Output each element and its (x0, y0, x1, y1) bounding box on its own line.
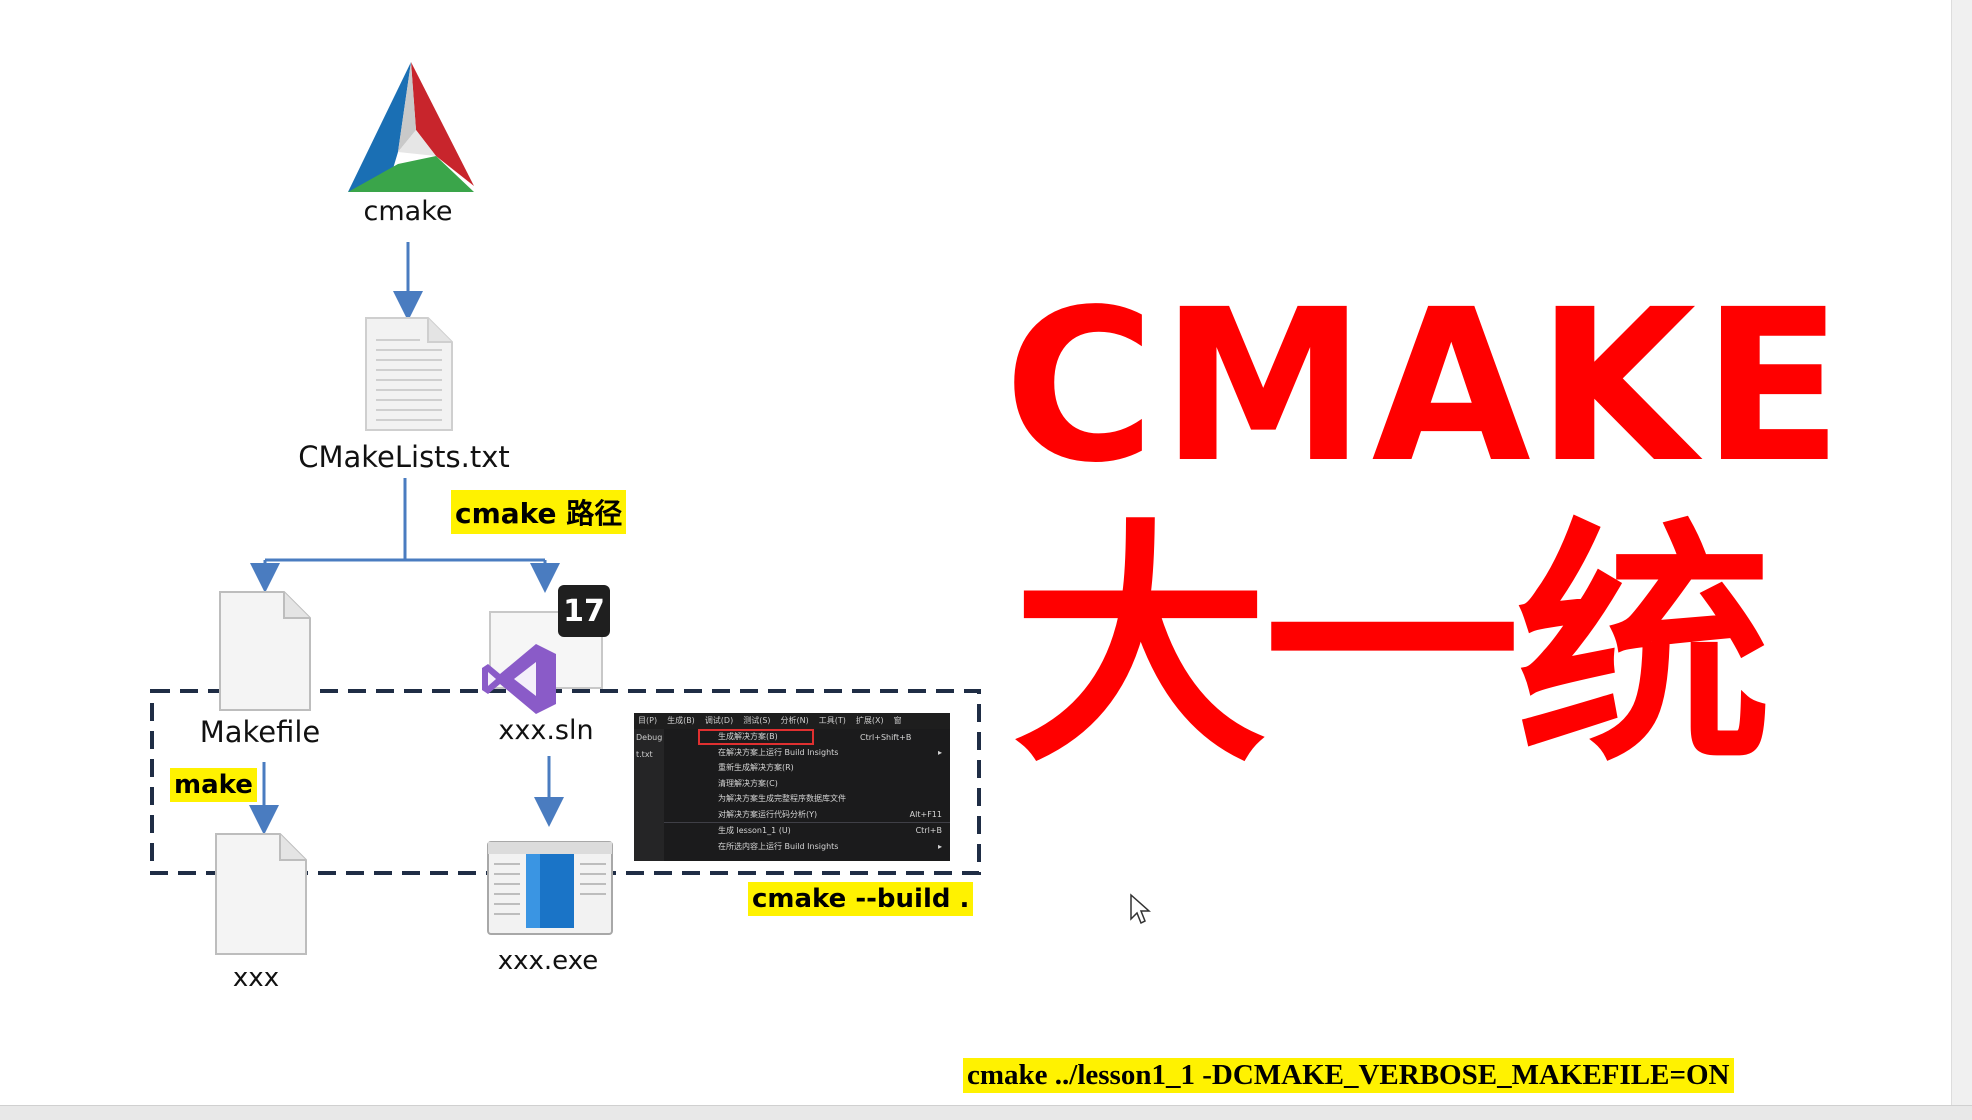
vs-menubar-item[interactable]: 目(P) (638, 716, 658, 725)
mouse-cursor-icon (1130, 893, 1151, 925)
vs-menubar-item[interactable]: 调试(D) (704, 716, 734, 725)
vs-menu-items: 生成解决方案(B) 在解决方案上运行 Build Insights▸ 重新生成解… (664, 729, 950, 861)
vs-menu-item[interactable]: 重新生成解决方案(R) (718, 763, 794, 772)
cmake-label: cmake (363, 196, 453, 227)
cmake-build-note: cmake --build . (748, 882, 974, 916)
arrow-split (265, 478, 545, 562)
vs-menubar-item[interactable]: 窗 (893, 716, 902, 725)
makefile-file-icon (219, 591, 311, 711)
visual-studio-icon (482, 644, 556, 714)
vs-menubar-item[interactable]: 扩展(X) (855, 716, 884, 725)
vs-side-file: t.txt (636, 750, 653, 759)
cmake-command: cmake ../lesson1_1 -DCMAKE_VERBOSE_MAKEF… (963, 1058, 1734, 1093)
exe-label: xxx.exe (497, 946, 599, 976)
vs-menu-item-build-solution[interactable]: 生成解决方案(B) (698, 729, 814, 745)
cmakelists-label: CMakeLists.txt (298, 440, 510, 474)
vs-version-badge: 17 (558, 585, 610, 637)
vs-menubar-item[interactable]: 工具(T) (818, 716, 846, 725)
makefile-label: Makefile (199, 715, 321, 749)
cmake-logo-icon (348, 62, 474, 192)
vs-menubar: 目(P) 生成(B) 调试(D) 测试(S) 分析(N) 工具(T) 扩展(X)… (634, 713, 950, 729)
vs-menu-item[interactable]: 清理解决方案(C) (718, 778, 778, 788)
exe-file-icon (487, 841, 613, 935)
vs-menu-item[interactable]: 对解决方案运行代码分析(Y)Alt+F11 (718, 809, 942, 819)
vs-menu-item[interactable]: 在解决方案上运行 Build Insights▸ (718, 747, 942, 757)
xxx-file-icon (215, 833, 307, 955)
vs-menu-item[interactable]: 在所选内容上运行 Build Insights▸ (718, 841, 942, 851)
cmakelists-file-icon (365, 317, 453, 431)
vs-menu-item[interactable]: 生成 lesson1_1 (U)Ctrl+B (664, 822, 950, 839)
vs-menubar-item[interactable]: 生成(B) (667, 716, 695, 725)
title-dayitong: 大一统 (1012, 499, 1772, 797)
cmake-path-note: cmake 路径 (451, 490, 627, 534)
bottom-bar (0, 1105, 1972, 1120)
vs-menubar-item[interactable]: 测试(S) (743, 716, 771, 725)
vs-config-label[interactable]: Debug (636, 733, 663, 742)
vs-build-menu: 目(P) 生成(B) 调试(D) 测试(S) 分析(N) 工具(T) 扩展(X)… (634, 713, 950, 861)
xxx-label: xxx (232, 963, 280, 993)
vs-menubar-item[interactable]: 分析(N) (780, 716, 809, 725)
vertical-scrollbar[interactable] (1951, 0, 1972, 1120)
sln-label: xxx.sln (498, 715, 594, 746)
vs-build-shortcut: Ctrl+Shift+B (860, 733, 912, 742)
vs-menu-item[interactable]: 为解决方案生成完整程序数据库文件 (718, 794, 846, 803)
make-note: make (170, 768, 257, 802)
vs-version-number: 17 (563, 593, 605, 629)
vs-side-panel: Debug t.txt (634, 729, 664, 861)
title-cmake: CMAKE (1004, 264, 1849, 509)
